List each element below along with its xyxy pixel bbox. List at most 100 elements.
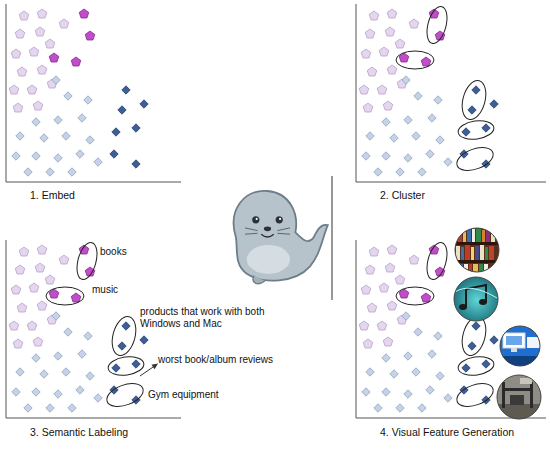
scatter-points <box>9 4 498 412</box>
embedding-point <box>369 11 379 20</box>
cluster-outline <box>423 4 450 45</box>
cluster-label: books <box>100 246 140 258</box>
cluster-outline <box>396 287 434 305</box>
embedding-point <box>19 11 29 20</box>
cluster-outline <box>454 379 497 411</box>
embedding-point <box>54 116 62 124</box>
embedding-point <box>132 360 140 368</box>
embedding-point <box>76 150 84 158</box>
embedding-point <box>409 19 419 28</box>
embedding-point <box>62 132 70 140</box>
embedding-point <box>482 124 490 132</box>
seal-flipper <box>253 276 265 284</box>
embedding-point <box>434 96 442 104</box>
cluster-label: Gym equipment <box>148 389 238 401</box>
photo-border <box>497 375 541 419</box>
panel-caption: 1. Embed <box>30 189 75 202</box>
seal-belly <box>247 245 290 274</box>
embedding-point <box>385 27 395 36</box>
seal-eye <box>252 216 259 223</box>
embedding-point <box>29 47 39 56</box>
embedding-point <box>84 96 92 104</box>
cluster-outline <box>454 143 497 175</box>
cluster-label: worst book/album reviews <box>158 354 293 366</box>
embedding-point <box>118 342 126 350</box>
embedding-point <box>379 47 389 56</box>
embedding-point <box>118 106 126 114</box>
axis-lines <box>6 4 181 182</box>
embedding-point <box>32 388 40 396</box>
embedding-point <box>112 128 120 136</box>
embedding-point <box>122 86 130 94</box>
plot-axes <box>6 4 546 418</box>
embedding-point <box>12 152 20 160</box>
cluster-ellipse: books <box>66 240 108 282</box>
embedding-point <box>78 114 86 122</box>
embedding-point <box>390 134 398 142</box>
embedding-point <box>84 332 92 340</box>
seal-eye-shine <box>279 218 281 220</box>
embedding-point <box>33 101 43 110</box>
embedding-point <box>49 53 59 62</box>
embedding-point <box>395 275 405 284</box>
embedding-point <box>369 247 379 256</box>
embedding-point <box>367 303 377 312</box>
axis-lines <box>356 4 546 182</box>
gym-photo <box>496 374 542 420</box>
embedding-point <box>418 168 426 176</box>
embedding-point <box>421 57 431 66</box>
ellipse-outline <box>104 374 146 416</box>
embedding-point <box>24 404 32 412</box>
embedding-point <box>374 404 382 412</box>
embedding-point <box>366 132 374 140</box>
embedding-point <box>361 49 371 58</box>
embedding-point <box>359 321 369 330</box>
embedding-point <box>359 85 369 94</box>
embedding-point <box>17 303 27 312</box>
ellipse-shape <box>46 287 84 305</box>
embedding-point <box>374 168 382 176</box>
cluster-label: products that work with both Windows and… <box>140 306 288 330</box>
scatter-panel <box>9 245 148 412</box>
embedding-point <box>385 263 395 272</box>
seal-whiskers <box>245 228 290 234</box>
ellipse-shape <box>107 355 145 378</box>
embedding-point <box>35 27 45 36</box>
embedding-point <box>64 92 72 100</box>
ellipse-shape <box>104 379 147 411</box>
embedding-point <box>412 368 420 376</box>
embedding-point <box>382 354 390 362</box>
embedding-point <box>468 342 476 350</box>
seal-eye-shine <box>256 218 258 220</box>
embedding-point <box>94 394 102 402</box>
embedding-point <box>86 372 94 380</box>
embedding-point <box>24 168 32 176</box>
embedding-point <box>362 388 370 396</box>
embedding-point <box>365 29 375 38</box>
embedding-point <box>32 354 40 362</box>
embedding-point <box>46 404 54 412</box>
embedding-point <box>40 370 48 378</box>
photo-border <box>500 326 540 366</box>
embedding-point <box>434 332 442 340</box>
embedding-point <box>45 39 55 48</box>
embedding-point <box>382 388 390 396</box>
embedding-point <box>140 100 148 108</box>
embedding-point <box>15 29 25 38</box>
seal-nose <box>264 226 271 231</box>
embedding-point <box>412 132 420 140</box>
embedding-point <box>11 285 21 294</box>
ellipse-outline <box>102 314 146 358</box>
embedding-point <box>472 86 480 94</box>
embedding-point <box>377 321 387 330</box>
embedding-point <box>387 9 397 18</box>
embedding-point <box>366 368 374 376</box>
embedding-point <box>54 352 62 360</box>
embedding-point <box>404 116 412 124</box>
embedding-point <box>78 350 86 358</box>
embedding-point <box>46 168 54 176</box>
embedding-point <box>426 386 434 394</box>
embedding-point <box>365 265 375 274</box>
embedding-point <box>490 100 498 108</box>
